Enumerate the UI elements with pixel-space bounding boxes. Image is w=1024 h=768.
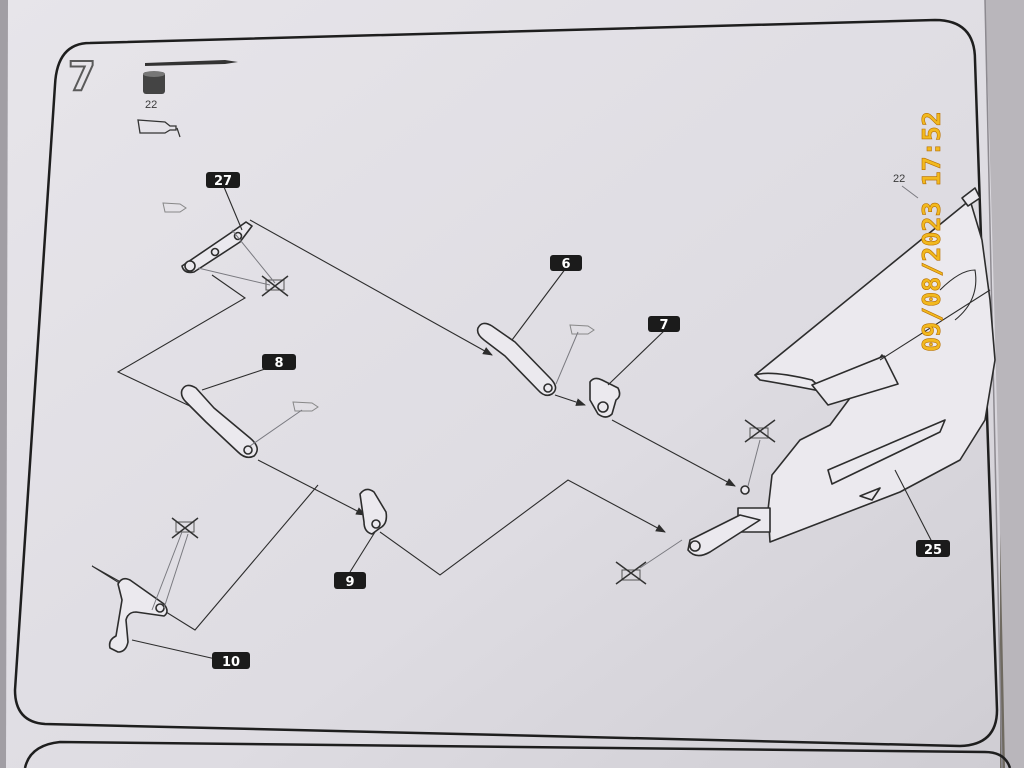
paint-code-label: 22 xyxy=(145,99,157,111)
glue-tube-icon xyxy=(137,119,181,138)
svg-text:25: 25 xyxy=(924,543,942,558)
svg-text:9: 9 xyxy=(345,575,354,590)
callout-8: 8 xyxy=(262,354,296,371)
callout-9: 9 xyxy=(334,572,366,590)
fuselage-paint-code: 22 xyxy=(893,173,905,185)
callout-leaders xyxy=(131,186,933,661)
paintbrush-icon xyxy=(145,60,238,66)
no-glue-icon xyxy=(744,419,776,443)
callout-7: 7 xyxy=(648,316,680,333)
svg-text:6: 6 xyxy=(561,257,570,272)
callout-25: 25 xyxy=(916,540,950,558)
svg-text:8: 8 xyxy=(274,356,283,371)
no-glue-icon xyxy=(261,275,289,297)
svg-text:10: 10 xyxy=(222,655,240,670)
part-7 xyxy=(589,377,621,418)
svg-text:7: 7 xyxy=(659,318,668,333)
part-6 xyxy=(476,322,557,397)
fuselage-part-25 xyxy=(687,187,996,557)
part-8 xyxy=(180,384,258,459)
no-glue-icon xyxy=(171,517,199,539)
step-frame xyxy=(13,18,999,748)
binding-shadow xyxy=(0,0,8,768)
paint-pot-icon xyxy=(143,71,165,94)
step-number: 7 xyxy=(68,54,96,100)
callout-27: 27 xyxy=(206,172,240,189)
no-glue-icon xyxy=(615,561,647,585)
photo-timestamp: 09/08/2023 17:52 xyxy=(917,111,946,352)
svg-text:27: 27 xyxy=(214,174,232,189)
page-edge xyxy=(985,0,1024,768)
page-fold xyxy=(984,0,1003,768)
callout-6: 6 xyxy=(550,255,582,272)
next-step-frame xyxy=(23,740,1012,768)
glue-tube-icon xyxy=(162,202,187,213)
callout-10: 10 xyxy=(212,652,250,670)
glue-tube-icon xyxy=(292,401,319,412)
part-9 xyxy=(359,488,388,535)
glue-tube-icon xyxy=(569,324,595,335)
part-27 xyxy=(181,221,253,274)
